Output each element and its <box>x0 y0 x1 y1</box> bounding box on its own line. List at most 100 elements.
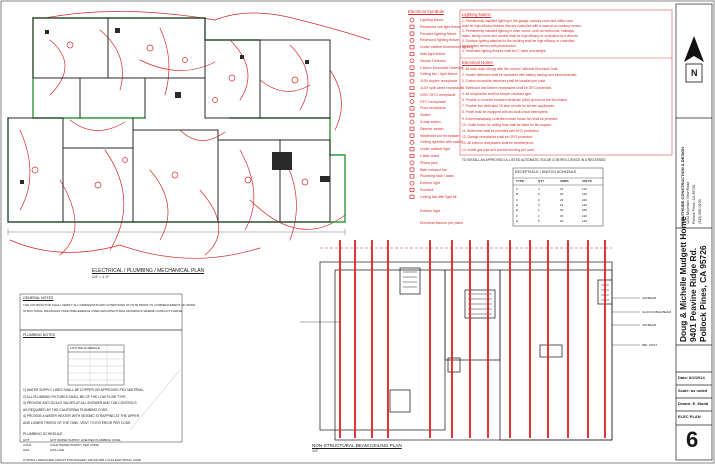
schedule-cell: 240 <box>582 197 588 202</box>
legend-item: Smoke Detector <box>420 58 446 63</box>
electrical-note-line: 3. Carbon monoxide detectors shall be in… <box>462 79 547 84</box>
legend-symbol-icon <box>409 85 415 91</box>
plumbing-notes-title: PLUMBING NOTES <box>23 333 56 337</box>
sheet-date: Date: 8/2/2014 <box>678 375 705 380</box>
legend-item: 220V GFCI receptacle <box>420 92 456 97</box>
electrical-note-line: 10. Outlet boxes for ceiling fans shall … <box>462 122 553 127</box>
ceiling-plan-scale: 1/4" <box>312 449 319 453</box>
legend-item: Cable outlet <box>420 154 440 158</box>
legend-symbol-icon <box>409 126 415 131</box>
ceiling-plan-title: NON-STRUCTURAL BEAM CEILING PLAN <box>312 443 402 448</box>
legend-footer-label: Exterior light <box>420 209 440 213</box>
sheet-scale: Scale: as noted <box>678 388 708 393</box>
legend-symbol-icon <box>409 153 415 159</box>
ceiling-beam-plan <box>300 240 640 441</box>
project-name: Doug & Michelle Mudgett Home <box>678 216 688 342</box>
electrical-note-line: 6. Provide a concrete encased electrode … <box>462 98 568 102</box>
legend-symbol-icon <box>409 106 415 111</box>
legend-item: Lighting fixture <box>420 18 444 22</box>
electrical-note-line: 7. Provide two dedicated 20 amp circuits… <box>462 104 555 109</box>
electrical-note-line: 8. Panel shall be equipped with arc-faul… <box>462 110 549 115</box>
electrical-note-line: 14. Install gas pipe and provide bonding… <box>462 147 535 152</box>
electrical-note-line: 9. A thermostatically controlled whole h… <box>462 116 559 121</box>
schedule-cell: F <box>516 213 518 218</box>
electrical-plan-title: ELECTRICAL / PLUMBING / MECHANICAL PLAN <box>92 268 205 274</box>
beam-label-3: 4x8 BEAM <box>642 323 657 327</box>
firm-name: SOUTHSIDE CONSTRUCTION & DESIGN <box>680 146 685 224</box>
dimension-lines <box>7 228 346 236</box>
schedule-cell: 2 <box>538 197 540 202</box>
electrical-note-line: 1. All work shall comply with the curren… <box>462 67 559 71</box>
schedule-cell: D <box>516 202 519 207</box>
electrical-note-line: 5. All receptacles shall be tamper-resis… <box>462 91 533 96</box>
plumbing-legend-label: COLD <box>23 443 32 447</box>
beams <box>339 240 606 438</box>
schedule-cell: 120 <box>582 202 588 207</box>
electrical-notes-title: Electrical Notes: <box>462 60 494 65</box>
legend-item: Phone jack <box>420 160 438 165</box>
legend-symbol-icon <box>409 58 415 64</box>
schedule-cell: 3 <box>538 202 540 207</box>
project-city: Pollock Pines, CA 95726 <box>698 245 708 342</box>
watermark-line <box>129 369 181 431</box>
notes-table-lines <box>68 345 124 385</box>
electrical-floor-plan <box>7 11 371 259</box>
legend-item: Switch <box>420 113 431 118</box>
schedule-cell: 20 <box>560 192 564 197</box>
schedule-cell: 30 <box>560 208 564 213</box>
schedule-header: AMPS <box>560 179 569 183</box>
schedule-cell: 20 <box>560 197 564 202</box>
schedule-cell: C <box>516 197 519 202</box>
schedule-header: QTY <box>538 179 545 183</box>
electrical-note-line: 12. Garage receptacles shall be GFCI pro… <box>462 135 533 140</box>
legend-symbol-icon <box>409 187 415 193</box>
schedule-cell: 120 <box>582 192 588 197</box>
legend-symbol-icon <box>409 92 415 97</box>
legend-symbol-icon <box>409 194 415 199</box>
legend-item: Ceiling light/fan with switch <box>420 140 463 145</box>
legend-item: Exterior light <box>420 181 440 186</box>
schedule-cell: 15 <box>560 202 564 207</box>
circuit-wiring <box>9 11 371 259</box>
plumbing-note-line: 2) ALL PLUMBING FIXTURES SHALL BE OF THE… <box>23 394 127 399</box>
notes-box <box>459 9 673 156</box>
schedule-cell: E <box>516 208 519 213</box>
sheet-number: 6 <box>686 427 699 452</box>
legend-item: Ceiling fan / light fixture <box>420 72 458 77</box>
plumbing-note-line: AS REQUIRED BY THE CALIFORNIA PLUMBING C… <box>23 407 109 412</box>
legend-symbol-icon <box>409 147 415 152</box>
lighting-note-line: by a motion sensor with photocontrol. <box>462 44 517 48</box>
plumbing-legend-label: GAS <box>23 448 30 452</box>
sheet-title: ELEC PLAN <box>678 414 701 419</box>
legend-item: Dimmer switch <box>420 126 444 131</box>
legend-symbol-icon <box>409 160 415 166</box>
schedule-cell: 4 <box>538 187 540 191</box>
legend-symbol-icon <box>409 38 415 43</box>
firm-phone: (530) 555-0100 <box>698 199 702 224</box>
legend-footer-note: Electrical fixtures per plans <box>420 221 463 225</box>
schedule-cell: 240 <box>582 208 588 213</box>
firm-city: Pollock Pines, CA 95726 <box>692 184 696 224</box>
schedule-cell: 120 <box>582 187 588 191</box>
sheet-drawn-by: Drawn: E. Mudd <box>678 401 709 406</box>
legend-symbol-icon <box>409 45 415 50</box>
general-notes-title: GENERAL NOTES <box>23 296 54 300</box>
general-notes-footer: 2) INSTALL DEDICATED CIRCUIT FOR WASHER … <box>23 458 141 462</box>
lighting-note-line: shall be high efficacy fixtures that are… <box>462 24 582 28</box>
schedule-cell: B <box>516 192 519 197</box>
plumbing-legend-row: HOT WATER SUPPLY LINE PER PLUMBING CODE <box>50 438 121 442</box>
legend-symbol-icon <box>409 51 415 57</box>
schedule-cell: 20 <box>560 218 564 223</box>
plumbing-note-line: AND LOWER THIRDS OF THE TANK. VENT TO EX… <box>23 421 132 425</box>
lighting-note-line: 2. Permanently installed lighting in oth… <box>462 29 575 33</box>
beam-label-1: 4x8 BEAM <box>642 296 657 300</box>
legend-symbol-icon <box>409 31 415 36</box>
legend-item: Bath exhaust fan <box>420 167 447 172</box>
plan-fixtures <box>20 28 330 184</box>
schedule-cell: 120 <box>582 213 588 218</box>
north-arrow-icon <box>684 36 704 83</box>
schedule-cell: G <box>516 218 519 223</box>
legend-item: Under cabinet light <box>420 147 450 152</box>
